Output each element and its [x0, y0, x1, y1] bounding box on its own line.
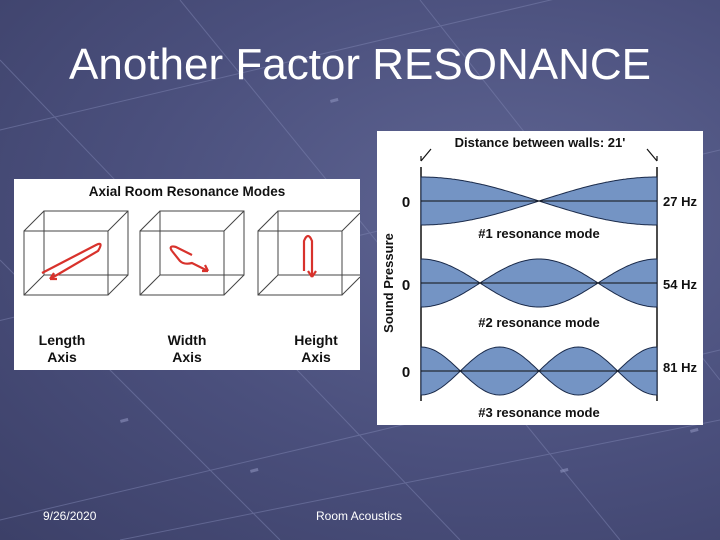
mode-label-length-line2: Axis: [47, 349, 77, 365]
slide-title: Another Factor RESONANCE: [69, 40, 651, 89]
footer-date: 9/26/2020: [43, 509, 97, 523]
mode-label-length-line1: Length: [39, 332, 86, 348]
mode-3-zero: 0: [402, 364, 410, 381]
axial-heading: Axial Room Resonance Modes: [89, 184, 286, 199]
mode-label-height-line2: Axis: [301, 349, 331, 365]
footer-title: Room Acoustics: [316, 509, 403, 523]
axial-modes-svg: Axial Room Resonance Modes: [23, 184, 363, 365]
room-box-length: [23, 210, 129, 296]
distance-bracket: [420, 148, 658, 162]
length-axis-arrow: [41, 242, 102, 281]
distance-heading: Distance between walls: 21': [455, 135, 626, 150]
sound-pressure-label: Sound Pressure: [381, 233, 396, 333]
mode-label-width-line2: Axis: [172, 349, 202, 365]
mode-1-caption: #1 resonance mode: [478, 226, 599, 241]
mode-label-width-line1: Width: [168, 332, 207, 348]
mode-label-height-line1: Height: [294, 332, 338, 348]
resonance-mode-1: 0 27 Hz #1 resonance mode: [402, 176, 697, 241]
width-axis-arrow: [169, 245, 209, 273]
mode-2-frequency: 54 Hz: [663, 277, 697, 292]
resonance-mode-2: 0 54 Hz #2 resonance mode: [402, 258, 697, 330]
mode-2-caption: #2 resonance mode: [478, 315, 599, 330]
height-axis-arrow: [302, 234, 317, 278]
mode-3-frequency: 81 Hz: [663, 360, 697, 375]
mode-1-frequency: 27 Hz: [663, 194, 697, 209]
mode-3-caption: #3 resonance mode: [478, 405, 599, 420]
mode-2-zero: 0: [402, 277, 410, 294]
axial-modes-figure: Axial Room Resonance Modes: [14, 179, 363, 370]
resonance-modes-figure: Distance between walls: 21' Sound Pressu…: [377, 131, 703, 425]
resonance-modes-svg: Distance between walls: 21' Sound Pressu…: [381, 135, 697, 420]
room-box-width: [139, 210, 245, 296]
room-box-height: [257, 210, 363, 296]
resonance-mode-3: 0 81 Hz #3 resonance mode: [402, 346, 697, 420]
mode-1-zero: 0: [402, 194, 410, 211]
